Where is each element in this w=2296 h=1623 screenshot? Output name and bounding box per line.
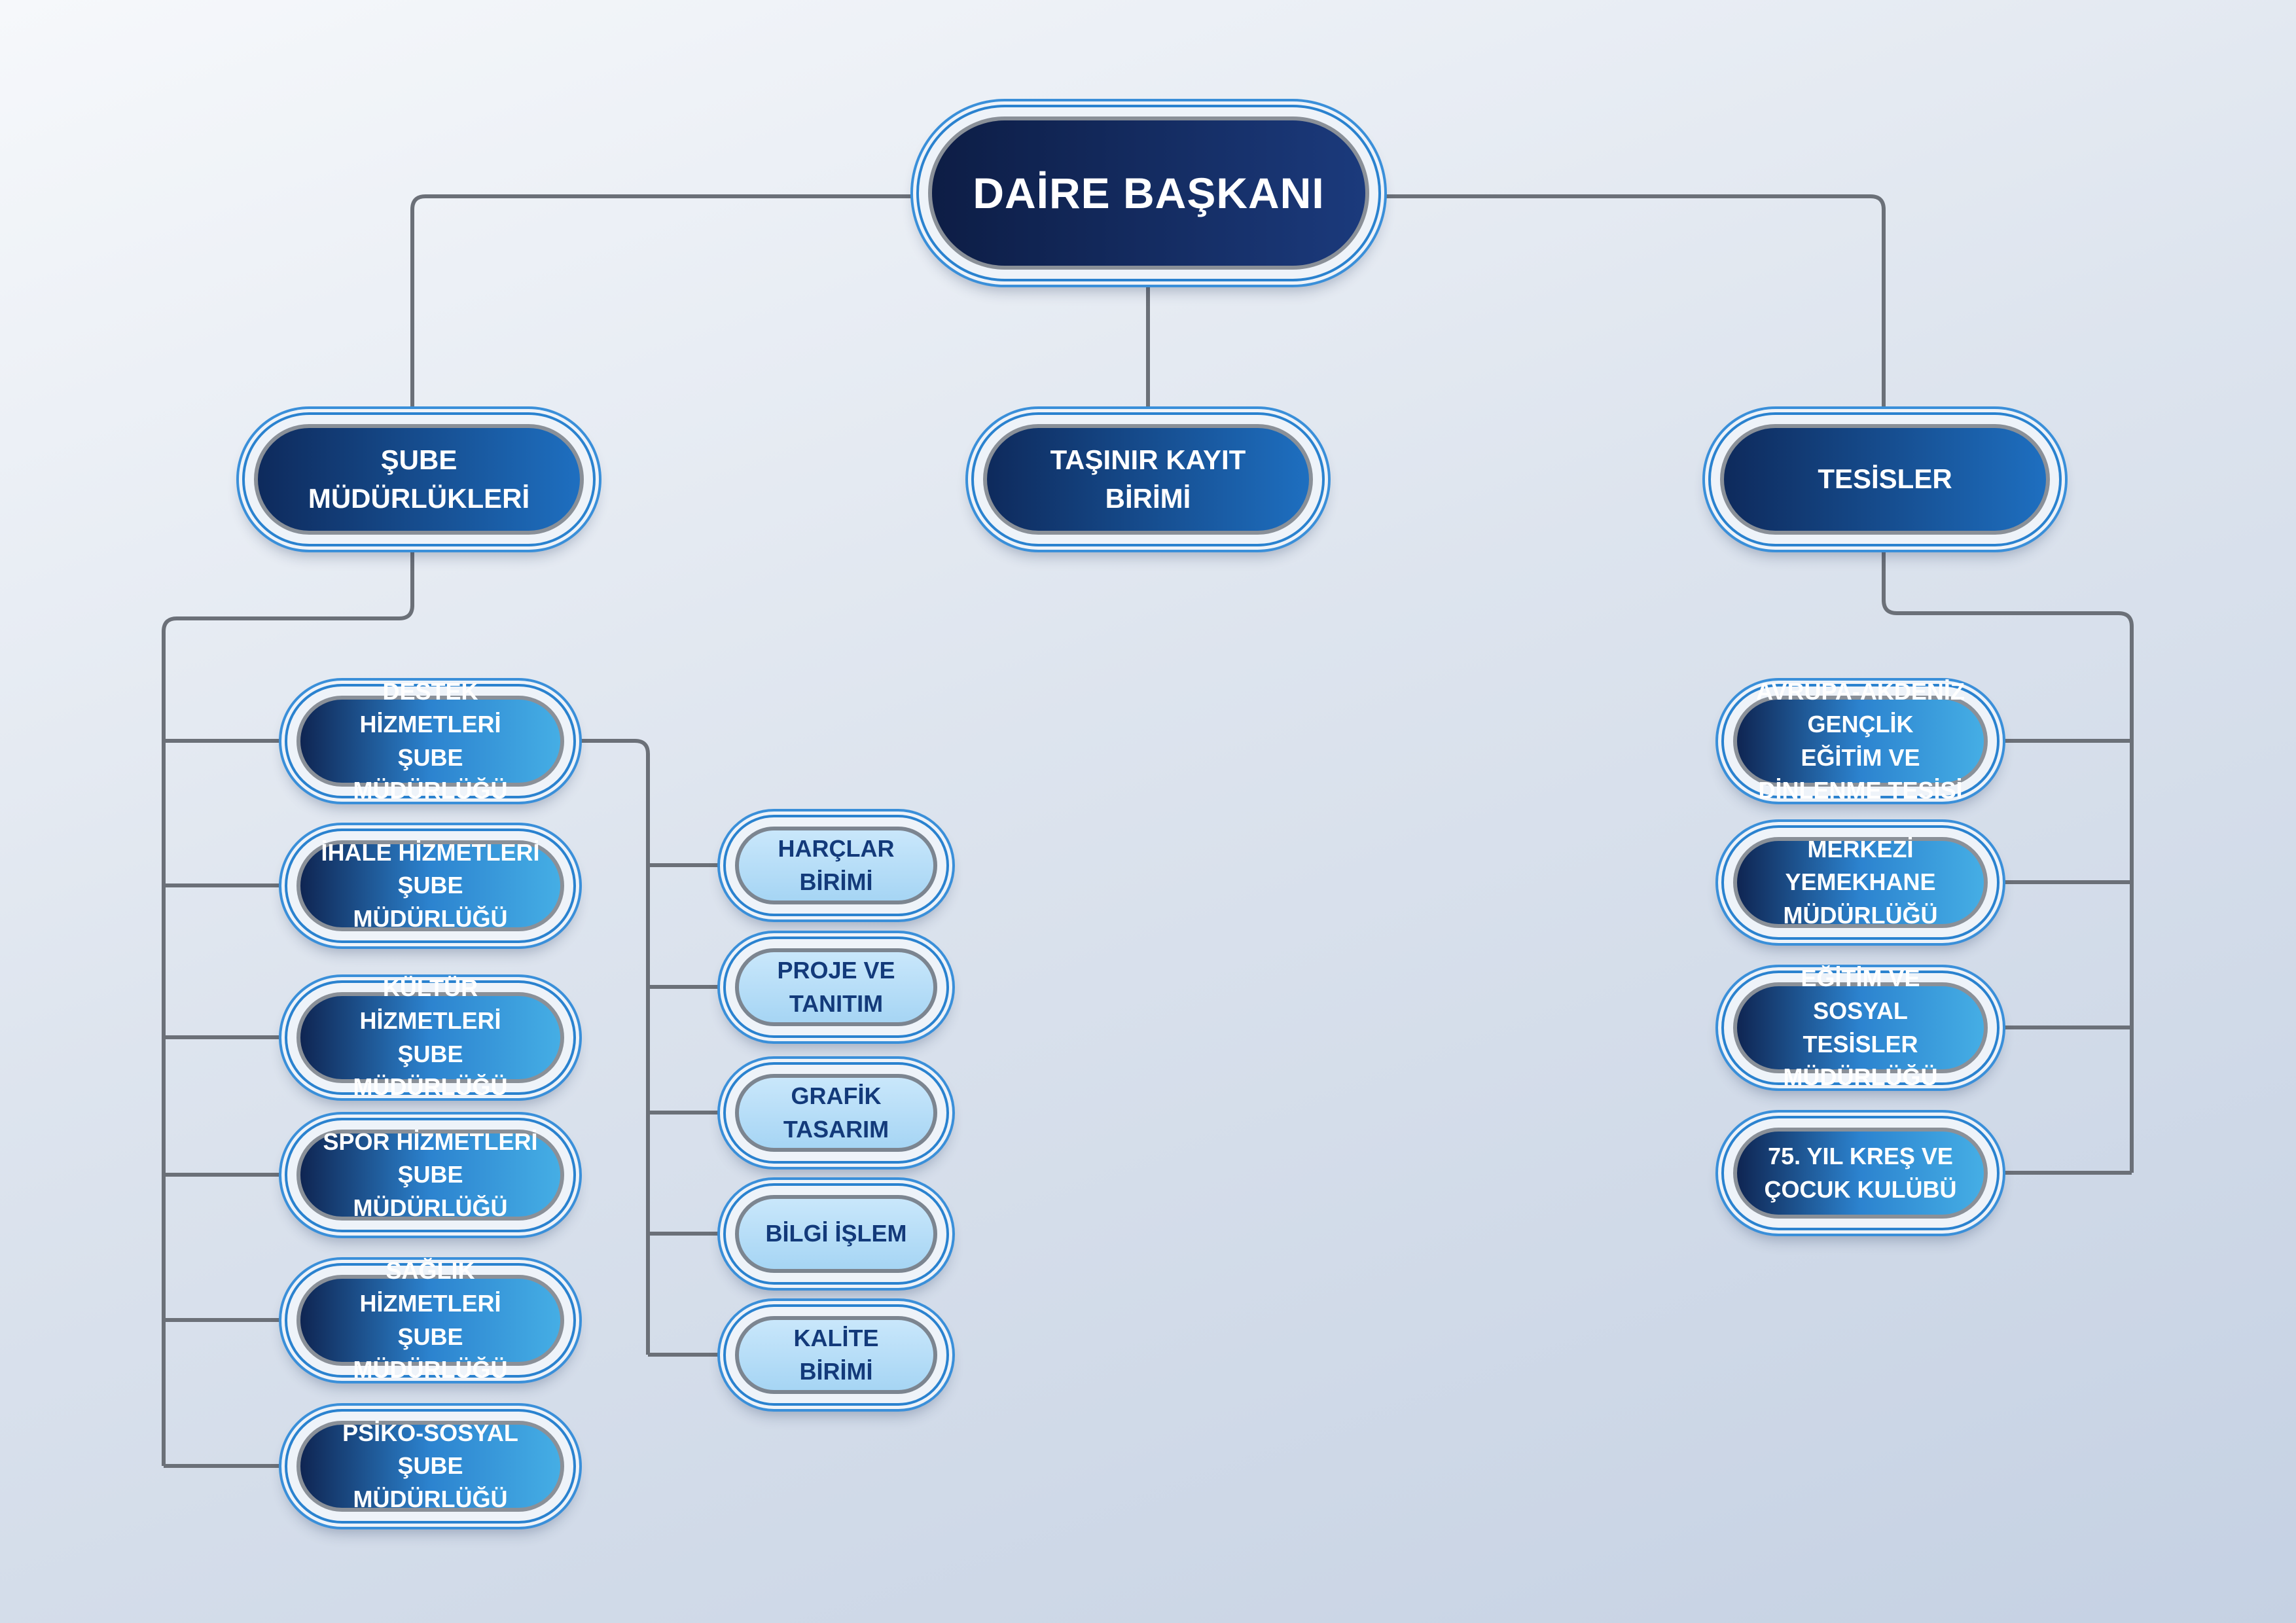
- unit-label: SAĞLIK HİZMETLERİ ŞUBE MÜDÜRLÜĞÜ: [353, 1257, 508, 1383]
- unit-pill: EĞİTİM VE SOSYAL TESİSLER MÜDÜRLÜĞÜ: [1733, 965, 1988, 1090]
- sub-node-harclar[interactable]: HARÇLAR BİRİMİ: [723, 815, 949, 916]
- unit-node-spor[interactable]: SPOR HİZMETLERİ ŞUBE MÜDÜRLÜĞÜ: [285, 1118, 576, 1232]
- level1-pill: TAŞINIR KAYIT BİRİMİ: [983, 424, 1313, 535]
- unit-node-merkezi-yemekhane[interactable]: MERKEZİ YEMEKHANE MÜDÜRLÜĞÜ: [1721, 825, 2000, 940]
- sub-node-proje-tanitim[interactable]: PROJE VE TANITIM: [723, 936, 949, 1038]
- level1-label: TAŞINIR KAYIT BİRİMİ: [1050, 444, 1246, 514]
- unit-label: 75. YIL KREŞ VE ÇOCUK KULÜBÜ: [1764, 1143, 1957, 1203]
- level1-node-sube-mudurlukleri[interactable]: ŞUBE MÜDÜRLÜKLERİ: [242, 412, 596, 546]
- unit-node-egitim-sosyal[interactable]: EĞİTİM VE SOSYAL TESİSLER MÜDÜRLÜĞÜ: [1721, 965, 2000, 1090]
- level1-node-tasinir-kayit[interactable]: TAŞINIR KAYIT BİRİMİ: [971, 412, 1325, 546]
- sub-label: HARÇLAR BİRİMİ: [778, 835, 895, 895]
- connector-sube-to-units: [162, 546, 414, 1468]
- unit-pill: SPOR HİZMETLERİ ŞUBE MÜDÜRLÜĞÜ: [296, 1128, 564, 1221]
- sub-node-bilgi-islem[interactable]: BİLGİ İŞLEM: [723, 1183, 949, 1285]
- sub-node-kalite[interactable]: KALİTE BİRİMİ: [723, 1304, 949, 1406]
- level1-label: TESİSLER: [1818, 463, 1952, 495]
- unit-pill: DESTEK HİZMETLERİ ŞUBE MÜDÜRLÜĞÜ: [296, 678, 564, 804]
- unit-node-saglik[interactable]: SAĞLIK HİZMETLERİ ŞUBE MÜDÜRLÜĞÜ: [285, 1257, 576, 1383]
- level1-pill: TESİSLER: [1720, 424, 2050, 535]
- unit-node-psiko-sosyal[interactable]: PSİKO-SOSYAL ŞUBE MÜDÜRLÜĞÜ: [285, 1409, 576, 1524]
- unit-pill: 75. YIL KREŞ VE ÇOCUK KULÜBÜ: [1733, 1128, 1988, 1219]
- sub-node-grafik-tasarim[interactable]: GRAFİK TASARIM: [723, 1062, 949, 1164]
- connector-root-to-tesisler: [1381, 194, 1886, 412]
- unit-label: KÜLTÜR HİZMETLERİ ŞUBE MÜDÜRLÜĞÜ: [353, 974, 508, 1100]
- unit-pill: MERKEZİ YEMEKHANE MÜDÜRLÜĞÜ: [1733, 836, 1988, 929]
- level1-label: ŞUBE MÜDÜRLÜKLERİ: [308, 444, 530, 514]
- unit-label: AVRUPA-AKDENİZ GENÇLİK EĞİTİM VE DİNLENM…: [1756, 677, 1965, 804]
- unit-node-kultur[interactable]: KÜLTÜR HİZMETLERİ ŞUBE MÜDÜRLÜĞÜ: [285, 974, 576, 1100]
- unit-pill: SAĞLIK HİZMETLERİ ŞUBE MÜDÜRLÜĞÜ: [296, 1257, 564, 1383]
- unit-label: İHALE HİZMETLERİ ŞUBE MÜDÜRLÜĞÜ: [321, 838, 540, 932]
- unit-pill: PSİKO-SOSYAL ŞUBE MÜDÜRLÜĞÜ: [296, 1419, 564, 1512]
- root-node[interactable]: DAİRE BAŞKANI: [916, 105, 1381, 281]
- sub-label: BİLGİ İŞLEM: [765, 1220, 907, 1247]
- connector-destek-to-birimler: [576, 739, 723, 1357]
- unit-label: EĞİTİM VE SOSYAL TESİSLER MÜDÜRLÜĞÜ: [1783, 964, 1938, 1090]
- sub-pill: GRAFİK TASARIM: [735, 1074, 937, 1152]
- unit-node-ihale[interactable]: İHALE HİZMETLERİ ŞUBE MÜDÜRLÜĞÜ: [285, 829, 576, 943]
- unit-pill: İHALE HİZMETLERİ ŞUBE MÜDÜRLÜĞÜ: [296, 839, 564, 932]
- sub-pill: HARÇLAR BİRİMİ: [735, 827, 937, 904]
- connector-root-to-sube: [410, 194, 916, 412]
- sub-pill: BİLGİ İŞLEM: [735, 1195, 937, 1273]
- unit-node-avrupa-akdeniz[interactable]: AVRUPA-AKDENİZ GENÇLİK EĞİTİM VE DİNLENM…: [1721, 678, 2000, 804]
- unit-pill: KÜLTÜR HİZMETLERİ ŞUBE MÜDÜRLÜĞÜ: [296, 974, 564, 1100]
- root-label: DAİRE BAŞKANI: [973, 168, 1325, 217]
- sub-label: KALİTE BİRİMİ: [793, 1325, 879, 1385]
- unit-label: PSİKO-SOSYAL ŞUBE MÜDÜRLÜĞÜ: [342, 1419, 518, 1512]
- level1-pill: ŞUBE MÜDÜRLÜKLERİ: [254, 424, 584, 535]
- unit-pill: AVRUPA-AKDENİZ GENÇLİK EĞİTİM VE DİNLENM…: [1733, 678, 1988, 804]
- root-pill: DAİRE BAŞKANI: [928, 116, 1369, 270]
- unit-label: MERKEZİ YEMEKHANE MÜDÜRLÜĞÜ: [1783, 835, 1938, 929]
- sub-pill: KALİTE BİRİMİ: [735, 1316, 937, 1394]
- sub-label: PROJE VE TANITIM: [777, 957, 895, 1017]
- level1-node-tesisler[interactable]: TESİSLER: [1708, 412, 2062, 546]
- connector-tesisler-to-units: [1882, 546, 2134, 1175]
- sub-label: GRAFİK TASARIM: [783, 1082, 889, 1143]
- sub-pill: PROJE VE TANITIM: [735, 948, 937, 1026]
- unit-label: DESTEK HİZMETLERİ ŞUBE MÜDÜRLÜĞÜ: [353, 677, 508, 804]
- unit-label: SPOR HİZMETLERİ ŞUBE MÜDÜRLÜĞÜ: [323, 1128, 538, 1221]
- unit-node-destek[interactable]: DESTEK HİZMETLERİ ŞUBE MÜDÜRLÜĞÜ: [285, 678, 576, 804]
- unit-node-kres-cocuk-kulubu[interactable]: 75. YIL KREŞ VE ÇOCUK KULÜBÜ: [1721, 1116, 2000, 1230]
